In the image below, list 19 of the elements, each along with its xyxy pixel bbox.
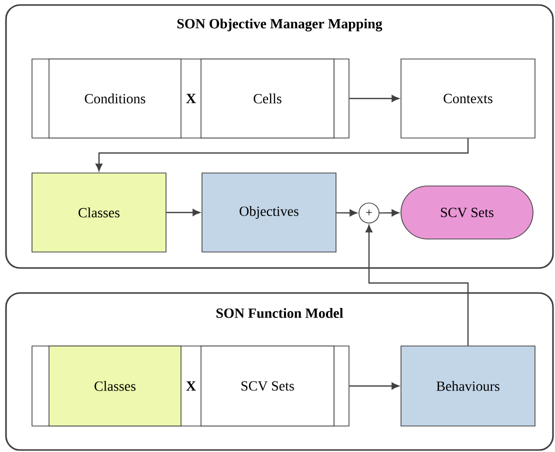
arrow — [366, 224, 469, 346]
arrow — [166, 209, 200, 216]
process-box: Contexts — [400, 58, 536, 138]
arrow — [96, 138, 469, 172]
multiply-sign: X — [186, 94, 196, 104]
panel-title: SON Function Model — [216, 308, 344, 318]
multiply-sign: X — [186, 381, 196, 391]
arrow — [336, 209, 358, 216]
arrow — [379, 209, 400, 216]
process-box: Cells — [200, 58, 334, 138]
process-box: Classes — [32, 172, 166, 252]
arrow — [349, 382, 400, 390]
arrow — [349, 95, 400, 102]
process-box: Behaviours — [400, 346, 536, 426]
process-box: Objectives — [202, 172, 336, 252]
panel-title: SON Objective Manager Mapping — [177, 18, 382, 32]
process-box: SCV Sets — [200, 346, 334, 426]
process-box: Classes — [48, 346, 182, 426]
process-box: Conditions — [48, 58, 182, 138]
